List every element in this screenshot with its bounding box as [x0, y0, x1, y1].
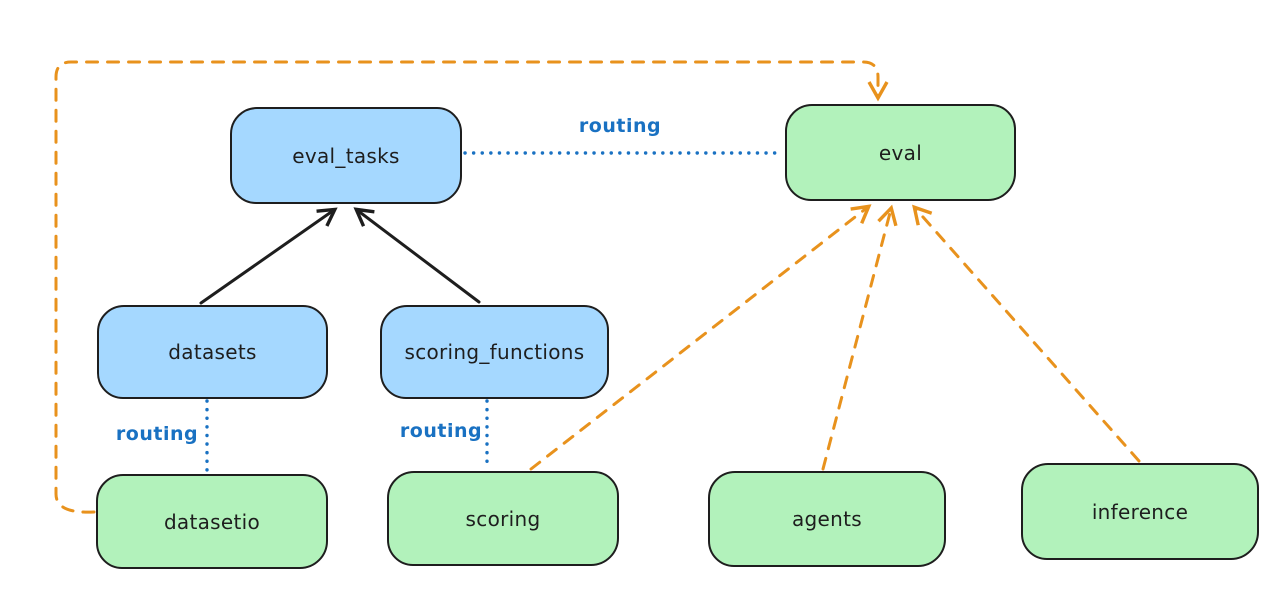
edge-agents-to-eval-dashed-arrow: [821, 204, 898, 471]
edge-datasets-to-eval-tasks-arrow: [199, 207, 338, 305]
node-eval-tasks-label: eval_tasks: [292, 143, 400, 168]
edge-label-routing-eval-tasks-eval: routing: [578, 115, 662, 137]
edge-datasetio-to-eval-dashed-arrow: [54, 60, 889, 514]
node-inference: inference: [1021, 463, 1259, 560]
node-datasetio-label: datasetio: [163, 509, 261, 534]
edge-inference-to-eval-dashed-arrow: [912, 204, 1141, 463]
node-inference-label: inference: [1091, 499, 1189, 524]
node-scoring-functions: scoring_functions: [380, 305, 609, 399]
edge-scoring-to-eval-dashed-arrow: [529, 204, 872, 471]
edge-label-routing-scoring-functions-scoring: routing: [399, 420, 483, 442]
node-eval-tasks: eval_tasks: [230, 107, 462, 204]
node-scoring-label: scoring: [465, 506, 541, 531]
node-scoring-functions-label: scoring_functions: [404, 340, 585, 364]
edge-scoring-functions-to-eval-tasks-arrow: [353, 207, 481, 304]
node-scoring: scoring: [387, 471, 619, 566]
node-agents-label: agents: [792, 507, 862, 531]
edge-label-routing-datasets-datasetio: routing: [115, 423, 199, 445]
node-eval-label: eval: [878, 140, 923, 165]
node-datasetio: datasetio: [96, 474, 328, 569]
node-datasets-label: datasets: [168, 340, 257, 364]
node-agents: agents: [708, 471, 946, 567]
node-datasets: datasets: [97, 305, 328, 399]
node-eval: eval: [785, 104, 1016, 201]
